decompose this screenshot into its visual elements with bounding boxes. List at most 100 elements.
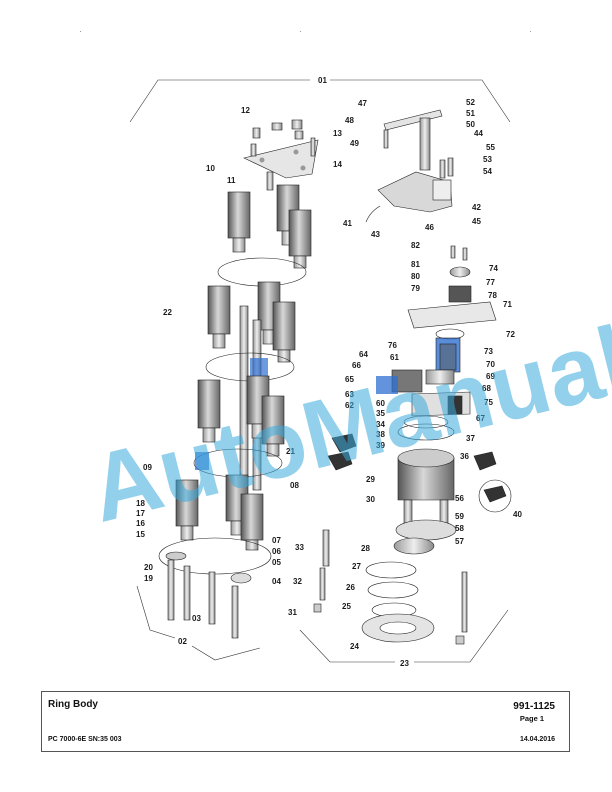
callout-12: 12	[241, 106, 250, 115]
callout-01: 01	[318, 76, 327, 85]
callout-10: 10	[206, 164, 215, 173]
callout-13: 13	[333, 129, 342, 138]
callout-77: 77	[486, 278, 495, 287]
callout-59: 59	[455, 512, 464, 521]
callout-22: 22	[163, 308, 172, 317]
callout-45: 45	[472, 217, 481, 226]
callout-55: 55	[486, 143, 495, 152]
callout-38: 38	[376, 430, 385, 439]
corner-mark-center	[300, 31, 301, 32]
assembly-brackets	[129, 79, 511, 663]
automanual-watermark: AutoManual	[80, 306, 612, 543]
exploded-parts-diagram: 01 02 03 04 05 06 07 08 09 10 11 12 13 1…	[80, 76, 612, 668]
top-mounting-plate	[243, 119, 319, 191]
callout-36: 36	[460, 452, 469, 461]
callout-47: 47	[358, 99, 367, 108]
callout-16: 16	[136, 519, 145, 528]
callout-labels: 01 02 03 04 05 06 07 08 09 10 11 12 13 1…	[136, 76, 522, 668]
callout-37: 37	[466, 434, 475, 443]
callout-68: 68	[482, 384, 491, 393]
callout-34: 34	[376, 420, 385, 429]
callout-03: 03	[192, 614, 201, 623]
bracket-clips	[327, 433, 512, 513]
callout-29: 29	[366, 475, 375, 484]
callout-51: 51	[466, 109, 475, 118]
callout-31: 31	[288, 608, 297, 617]
callout-74: 74	[489, 264, 498, 273]
callout-35: 35	[376, 409, 385, 418]
callout-80: 80	[411, 272, 420, 281]
callout-76: 76	[388, 341, 397, 350]
callout-56: 56	[455, 494, 464, 503]
callout-33: 33	[295, 543, 304, 552]
callout-43: 43	[371, 230, 380, 239]
callout-14: 14	[333, 160, 342, 169]
callout-07: 07	[272, 536, 281, 545]
document-number: 991-1125	[513, 701, 555, 712]
drawing-title: Ring Body	[48, 699, 98, 710]
callout-66: 66	[352, 361, 361, 370]
callout-70: 70	[486, 360, 495, 369]
callout-81: 81	[411, 260, 420, 269]
callout-09: 09	[143, 463, 152, 472]
callout-06: 06	[272, 547, 281, 556]
callout-27: 27	[352, 562, 361, 571]
callout-61: 61	[390, 353, 399, 362]
callout-49: 49	[350, 139, 359, 148]
callout-73: 73	[484, 347, 493, 356]
callout-71: 71	[503, 300, 512, 309]
linkage-assembly	[365, 109, 454, 223]
callout-24: 24	[350, 642, 359, 651]
callout-32: 32	[293, 577, 302, 586]
callout-65: 65	[345, 375, 354, 384]
callout-20: 20	[144, 563, 153, 572]
callout-82: 82	[411, 241, 420, 250]
callout-53: 53	[483, 155, 492, 164]
callout-40: 40	[513, 510, 522, 519]
callout-72: 72	[506, 330, 515, 339]
corner-mark-right	[530, 31, 531, 32]
callout-50: 50	[466, 120, 475, 129]
callout-05: 05	[272, 558, 281, 567]
callout-60: 60	[376, 399, 385, 408]
title-block: Ring Body PC 7000-6E SN:35 003 991-1125 …	[41, 691, 570, 752]
base-ring-and-legs	[158, 537, 272, 639]
callout-23: 23	[400, 659, 409, 668]
callout-79: 79	[411, 284, 420, 293]
callout-41: 41	[343, 219, 352, 228]
callout-19: 19	[144, 574, 153, 583]
callout-39: 39	[376, 441, 385, 450]
callout-64: 64	[359, 350, 368, 359]
spring-cylinder-stack	[175, 184, 312, 551]
corner-mark-left	[80, 31, 81, 32]
callout-21: 21	[286, 447, 295, 456]
callout-62: 62	[345, 401, 354, 410]
callout-44: 44	[474, 129, 483, 138]
callout-28: 28	[361, 544, 370, 553]
callout-17: 17	[136, 509, 145, 518]
callout-58: 58	[455, 524, 464, 533]
callout-57: 57	[455, 537, 464, 546]
callout-46: 46	[425, 223, 434, 232]
page-number: Page 1	[519, 714, 544, 723]
callout-78: 78	[488, 291, 497, 300]
callout-08: 08	[290, 481, 299, 490]
ring-body-cylinder	[361, 415, 468, 645]
model-serial: PC 7000-6E SN:35 003	[48, 736, 122, 743]
callout-11: 11	[227, 176, 236, 185]
center-rod-parts	[313, 529, 330, 613]
callout-04: 04	[272, 577, 281, 586]
callout-54: 54	[483, 167, 492, 176]
callout-15: 15	[136, 530, 145, 539]
callout-26: 26	[346, 583, 355, 592]
callout-67: 67	[476, 414, 485, 423]
callout-52: 52	[466, 98, 475, 107]
callout-63: 63	[345, 390, 354, 399]
valve-assembly	[376, 245, 497, 417]
document-date: 14.04.2016	[519, 736, 555, 743]
callout-02: 02	[178, 637, 187, 646]
callout-25: 25	[342, 602, 351, 611]
callout-18: 18	[136, 499, 145, 508]
callout-30: 30	[366, 495, 375, 504]
callout-69: 69	[486, 372, 495, 381]
